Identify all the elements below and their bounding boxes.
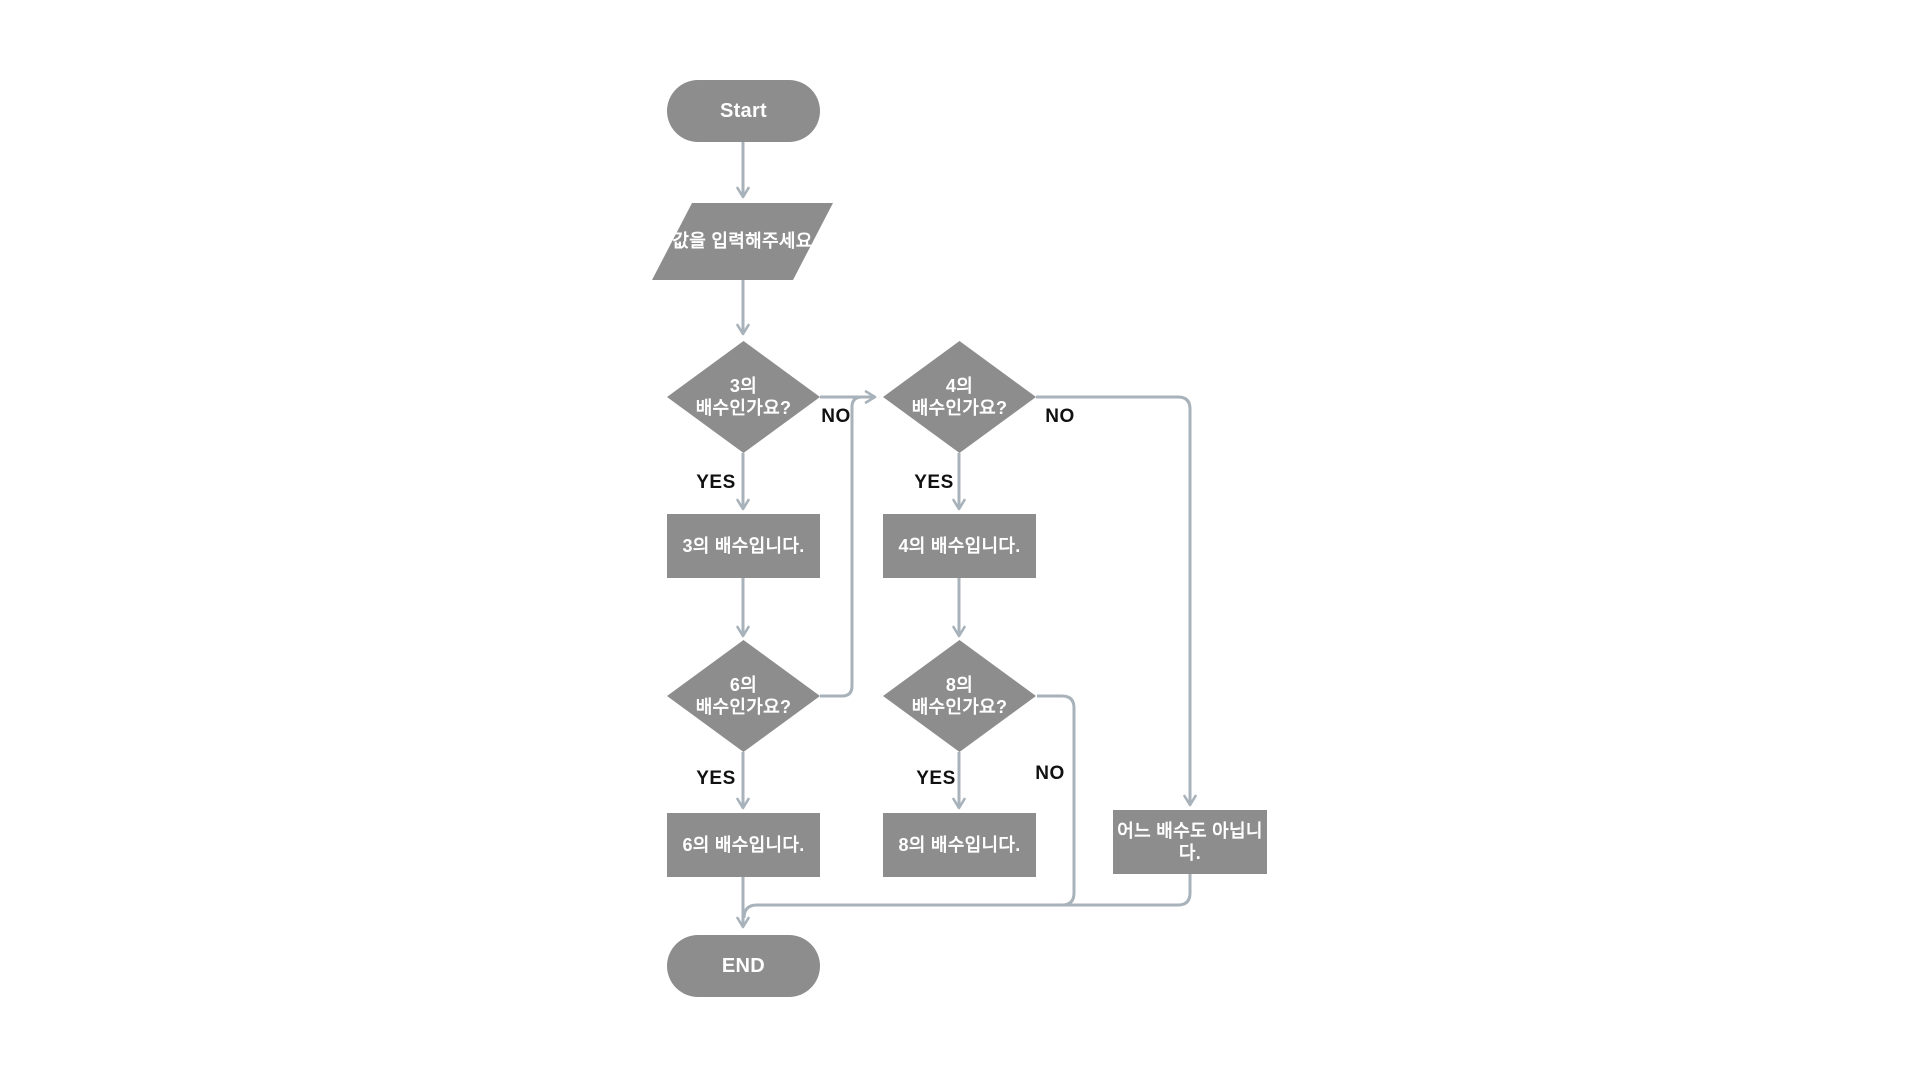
- result-8-label: 8의 배수입니다.: [898, 834, 1021, 855]
- node-result-multiple-of-4: 4의 배수입니다.: [883, 514, 1036, 578]
- node-result-multiple-of-6: 6의 배수입니다.: [667, 813, 820, 877]
- edge-label-d4-yes: YES: [914, 472, 954, 493]
- edge-bottom-merge: [742, 903, 1066, 919]
- edge-label-d3-yes: YES: [696, 472, 736, 493]
- edge-d8-no-down: [1037, 694, 1076, 907]
- decision-4-line1: 4의: [945, 375, 974, 396]
- decision-8-line1: 8의: [945, 674, 974, 695]
- node-input-label: 값을 입력해주세요: [672, 231, 813, 252]
- node-result-no-multiple: 어느 배수도 아닙니다.: [1113, 810, 1267, 874]
- edge-label-d8-no: NO: [1035, 763, 1065, 784]
- decision-6-line1: 6의: [729, 674, 758, 695]
- node-start-label: Start: [719, 99, 768, 122]
- decision-8-line2: 배수인가요?: [911, 697, 1008, 717]
- node-end: END: [667, 935, 820, 997]
- edge-d4-no-boxnone: [1036, 395, 1197, 807]
- edge-d6-no-up-merge: [820, 395, 870, 698]
- edge-label-d4-no: NO: [1045, 406, 1075, 427]
- result-6-label: 6의 배수입니다.: [682, 834, 805, 855]
- decision-3-line2: 배수인가요?: [695, 398, 792, 418]
- node-end-label: END: [721, 954, 766, 977]
- edge-label-d6-yes: YES: [696, 768, 736, 789]
- decision-4-line2: 배수인가요?: [911, 398, 1008, 418]
- result-3-label: 3의 배수입니다.: [682, 535, 805, 556]
- edge-boxnone-down: [1062, 874, 1192, 907]
- decision-6-line2: 배수인가요?: [695, 697, 792, 717]
- node-start: Start: [667, 80, 820, 142]
- result-4-label: 4의 배수입니다.: [898, 535, 1021, 556]
- result-none-label: 어느 배수도 아닙니다.: [1117, 820, 1263, 864]
- node-result-multiple-of-8: 8의 배수입니다.: [883, 813, 1036, 877]
- edge-label-d3-no: NO: [821, 406, 851, 427]
- decision-3-line1: 3의: [729, 375, 758, 396]
- node-result-multiple-of-3: 3의 배수입니다.: [667, 514, 820, 578]
- edge-label-d8-yes: YES: [916, 768, 956, 789]
